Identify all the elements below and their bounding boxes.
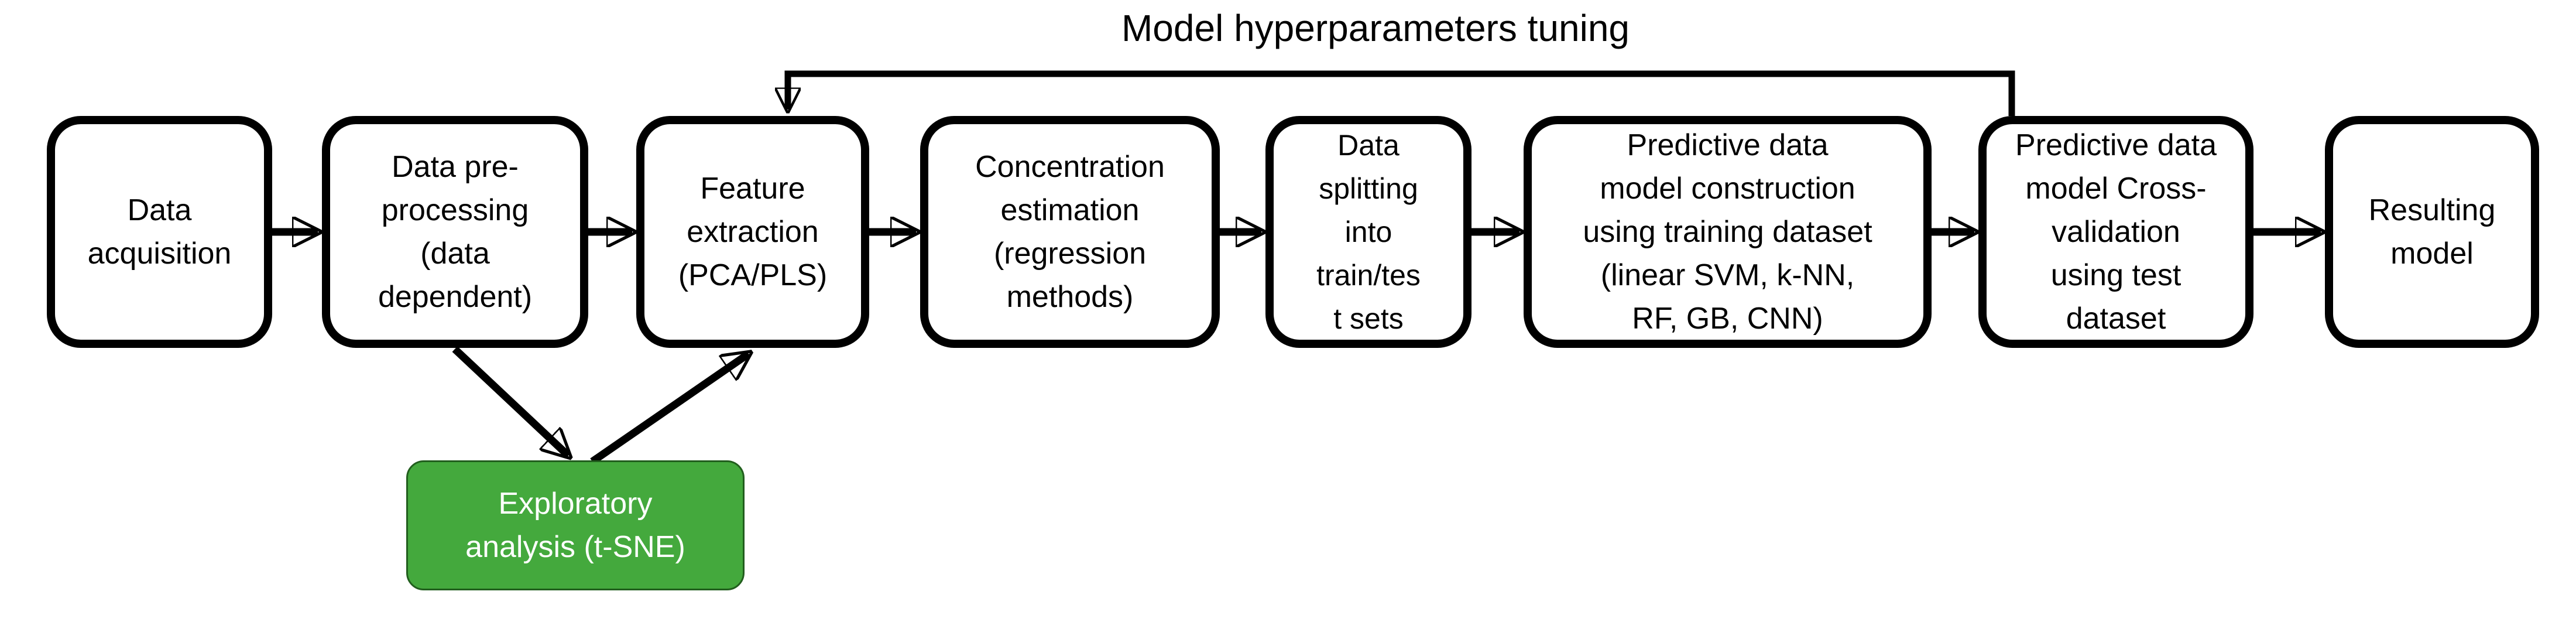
flow-box-data-splitting: Data splitting into train/tes t sets (1265, 116, 1471, 348)
flow-box-resulting-model: Resulting model (2325, 116, 2539, 348)
arrow-preprocessing-to-exploratory (452, 346, 568, 456)
flow-box-data-acquisition: Data acquisition (47, 116, 272, 348)
flow-box-label: Exploratory analysis (t-SNE) (465, 487, 685, 564)
feedback-loop-label: Model hyperparameters tuning (1121, 7, 1630, 49)
flow-box-model-cross-validation: Predictive data model Cross- validation … (1978, 116, 2253, 348)
flow-box-concentration-estimation: Concentration estimation (regression met… (920, 116, 1220, 348)
flow-box-label: Predictive data model construction using… (1583, 128, 1872, 336)
flow-box-label: Data pre- processing (data dependent) (378, 150, 533, 314)
flow-box-exploratory-analysis: Exploratory analysis (t-SNE) (406, 460, 745, 590)
flow-box-label: Data splitting into train/tes t sets (1316, 129, 1421, 335)
flow-box-data-preprocessing: Data pre- processing (data dependent) (322, 116, 588, 348)
flow-box-label: Predictive data model Cross- validation … (2015, 128, 2217, 336)
flow-box-feature-extraction: Feature extraction (PCA/PLS) (636, 116, 869, 348)
arrow-feedback-hyperparameter-tuning (788, 70, 2015, 116)
flow-box-label: Data acquisition (87, 193, 232, 271)
flow-box-label: Feature extraction (PCA/PLS) (678, 172, 828, 292)
arrow-exploratory-to-extraction (590, 354, 749, 465)
flow-box-label: Concentration estimation (regression met… (975, 150, 1165, 314)
flow-box-label: Resulting model (2368, 193, 2496, 271)
flow-box-model-construction: Predictive data model construction using… (1524, 116, 1932, 348)
